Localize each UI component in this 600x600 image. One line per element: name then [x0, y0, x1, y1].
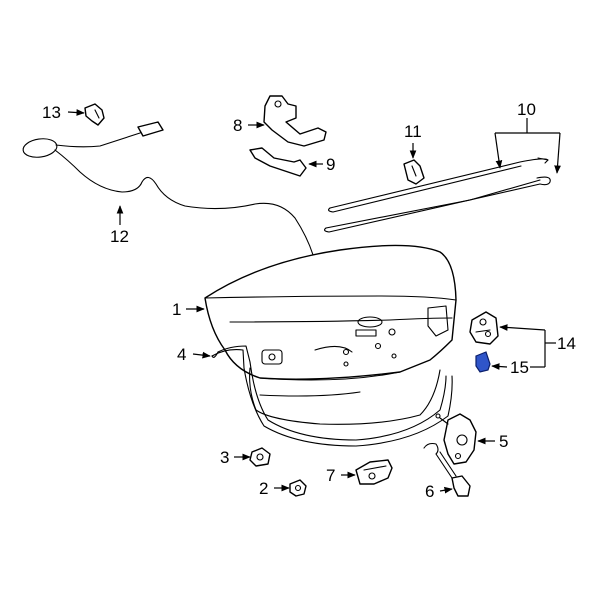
callout-11: 11: [404, 122, 422, 141]
leader-14a: [499, 324, 546, 331]
leader-15: [491, 363, 508, 370]
hinge-part-8: [263, 95, 327, 147]
clip-part-11: [403, 159, 425, 185]
clip-part-13: [84, 103, 105, 126]
callout-1: 1: [172, 300, 181, 319]
striker-part-6: [423, 442, 471, 497]
lock-assembly-part-5: [435, 413, 477, 465]
release-cable-part-12: [22, 121, 320, 263]
plug-part-2: [289, 479, 307, 497]
callout-3: 3: [220, 448, 229, 467]
callout-10: 10: [517, 100, 536, 119]
leader-6: [439, 486, 453, 494]
hinge-arm-part-9: [249, 147, 307, 177]
actuator-part-14: [469, 311, 499, 345]
callout-4: 4: [177, 345, 186, 364]
leader-10a: [494, 132, 503, 169]
handle-part-7: [355, 459, 393, 485]
trunk-lid-part-1: [204, 244, 457, 381]
callout-6: 6: [425, 482, 434, 501]
callout-8: 8: [233, 116, 242, 135]
callout-7: 7: [326, 466, 335, 485]
callout-2: 2: [259, 479, 268, 498]
leader-10b: [554, 132, 561, 174]
leader-13: [67, 109, 85, 116]
leader-4: [192, 351, 211, 359]
weatherstrip-part-4: [211, 345, 453, 447]
torsion-rods-part-10: [324, 157, 551, 233]
callout-15: 15: [510, 358, 529, 377]
callout-12: 12: [110, 227, 129, 246]
callout-13: 13: [42, 103, 61, 122]
trunk-inner-panel: [249, 342, 441, 425]
grommet-part-3: [249, 447, 271, 467]
callout-14: 14: [557, 334, 576, 353]
callout-9: 9: [326, 155, 335, 174]
callout-5: 5: [499, 432, 508, 451]
highlighted-part-15: [475, 351, 491, 373]
